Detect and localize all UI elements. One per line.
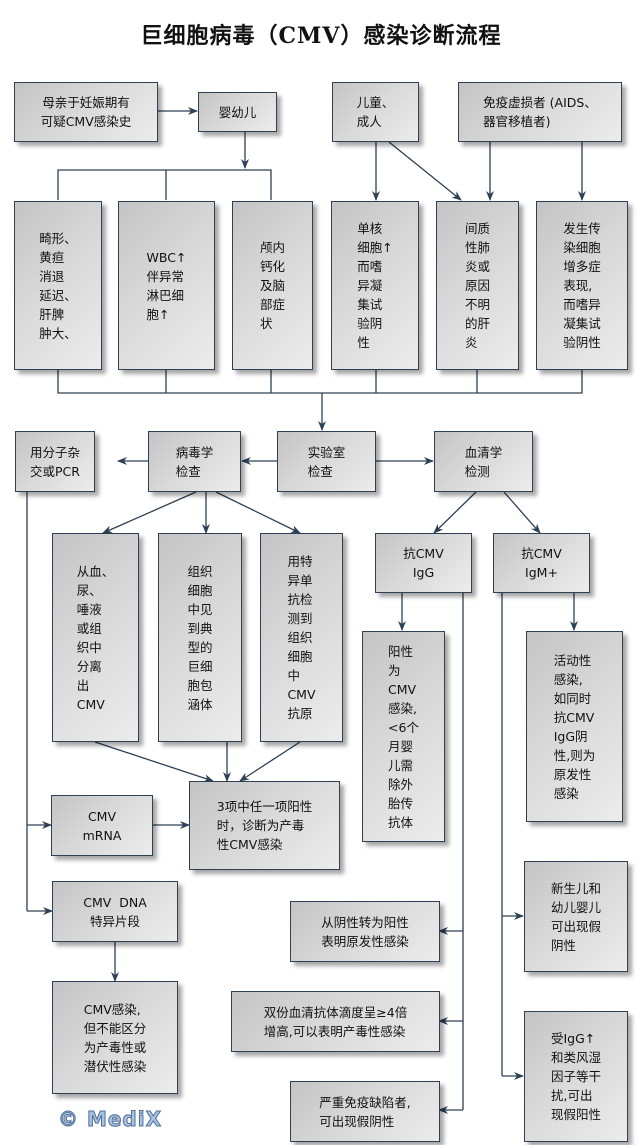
node-label: 儿童、 成人 bbox=[356, 95, 395, 129]
node-label: 活动性 感染, 如同时 抗CMV IgG阴 性,则为 原发性 感染 bbox=[553, 652, 596, 801]
node-immunodeficient-false-negative: 严重免疫缺陷者, 可出现假阴性 bbox=[290, 1081, 440, 1142]
arrow-virology-to-antigen bbox=[215, 491, 301, 534]
arrow-children-to-pneumonia bbox=[388, 141, 462, 201]
arrow-serology-to-igg bbox=[433, 491, 477, 534]
node-label: 双份血清抗体滴度呈≥4倍 增高,可以表明产毒性感染 bbox=[263, 1004, 408, 1039]
connector-infant-branches bbox=[57, 169, 272, 200]
node-label: 严重免疫缺陷者, 可出现假阴性 bbox=[319, 1094, 411, 1129]
node-label: 抗CMV IgM+ bbox=[521, 546, 562, 580]
node-cmv-dna: CMV DNA 特异片段 bbox=[52, 881, 178, 942]
node-label: CMV mRNA bbox=[82, 808, 122, 843]
node-label: 畸形、 黄疸 消退 延迟、 肝脾 肿大、 bbox=[39, 230, 77, 341]
node-adult-symptom-1: 单核 细胞↑ 而嗜 异凝 集试 验阴 性 bbox=[331, 201, 419, 370]
node-label: 受IgG↑ 和类风湿 因子等干 扰,可出 现假阳性 bbox=[550, 1031, 601, 1122]
node-label: 婴幼儿 bbox=[218, 104, 257, 120]
node-immunocompromised: 免疫虚损者 (AIDS、 器官移植者) bbox=[458, 82, 622, 142]
node-label: CMV感染, 但不能区分 为产毒性或 潜伏性感染 bbox=[83, 1001, 147, 1074]
node-label: 抗CMV IgG bbox=[403, 546, 444, 580]
connector-symptoms-collector bbox=[57, 369, 583, 394]
node-infant-symptom-2: WBC↑ 伴异常 淋巴细 胞↑ bbox=[118, 201, 215, 370]
node-label: CMV DNA 特异片段 bbox=[83, 894, 147, 929]
node-label: 单核 细胞↑ 而嗜 异凝 集试 验阴 性 bbox=[357, 221, 393, 350]
node-igm-result: 活动性 感染, 如同时 抗CMV IgG阴 性,则为 原发性 感染 bbox=[526, 631, 623, 822]
node-igg-rf-false-positive: 受IgG↑ 和类风湿 因子等干 扰,可出 现假阳性 bbox=[524, 1011, 628, 1142]
node-label: 母亲于妊娠期有 可疑CMV感染史 bbox=[40, 95, 132, 129]
node-label: 发生传 染细胞 增多症 表现, 而嗜异 凝集试 验阴性 bbox=[563, 221, 601, 350]
node-label: 3项中任一项阳性 时，诊断为产毒 性CMV感染 bbox=[216, 799, 313, 852]
node-label: 血清学 检测 bbox=[464, 444, 503, 479]
node-adult-symptom-2: 间质 性肺 炎或 原因 不明 的肝 炎 bbox=[436, 201, 519, 370]
node-anti-igg: 抗CMV IgG bbox=[375, 533, 472, 593]
node-label: 用分子杂 交或PCR bbox=[29, 444, 80, 479]
node-inclusion-body: 组织 细胞 中见 到典 型的 巨细 胞包 涵体 bbox=[158, 533, 242, 742]
node-seroconversion: 从阴性转为阳性 表明原发性感染 bbox=[290, 901, 440, 962]
node-neonate-false-negative: 新生儿和 幼儿婴儿 可出现假 阴性 bbox=[524, 861, 628, 972]
node-label: 新生儿和 幼儿婴儿 可出现假 阴性 bbox=[550, 880, 601, 953]
node-igg-result: 阳性 为 CMV 感染, <6个 月婴 儿需 除外 胎传 抗体 bbox=[362, 631, 445, 842]
node-lab-test: 实验室 检查 bbox=[277, 431, 376, 492]
node-label: 颅内 钙化 及脑 部症 状 bbox=[259, 240, 285, 331]
node-label: 病毒学 检查 bbox=[175, 444, 214, 479]
node-label: 从阴性转为阳性 表明原发性感染 bbox=[321, 914, 409, 949]
arrow-virology-to-isolation bbox=[102, 491, 197, 534]
node-infant-symptom-1: 畸形、 黄疸 消退 延迟、 肝脾 肿大、 bbox=[14, 201, 102, 370]
node-molecular: 用分子杂 交或PCR bbox=[15, 431, 95, 492]
node-serology: 血清学 检测 bbox=[434, 431, 533, 492]
diagram-title: 巨细胞病毒（CMV）感染诊断流程 bbox=[140, 23, 502, 49]
node-isolation: 从血、 尿、 唾液 或组 织中 分离 出 CMV bbox=[52, 533, 139, 742]
node-virology: 病毒学 检查 bbox=[148, 431, 241, 492]
node-anti-igm: 抗CMV IgM+ bbox=[493, 533, 590, 593]
node-label: 用特 异单 抗检 测到 组织 细胞 中 CMV 抗原 bbox=[287, 554, 316, 721]
node-infant-symptom-3: 颅内 钙化 及脑 部症 状 bbox=[232, 201, 313, 370]
node-fourfold-rise: 双份血清抗体滴度呈≥4倍 增高,可以表明产毒性感染 bbox=[231, 991, 440, 1052]
node-label: 组织 细胞 中见 到典 型的 巨细 胞包 涵体 bbox=[187, 563, 213, 712]
node-antigen: 用特 异单 抗检 测到 组织 细胞 中 CMV 抗原 bbox=[260, 533, 343, 742]
node-productive-diagnosis: 3项中任一项阳性 时，诊断为产毒 性CMV感染 bbox=[189, 781, 340, 870]
arrow-serology-to-igm bbox=[503, 491, 541, 534]
node-label: 从血、 尿、 唾液 或组 织中 分离 出 CMV bbox=[76, 563, 115, 712]
node-infant: 婴幼儿 bbox=[198, 92, 277, 132]
node-label: 免疫虚损者 (AIDS、 器官移植者) bbox=[483, 95, 597, 129]
node-dna-result: CMV感染, 但不能区分 为产毒性或 潜伏性感染 bbox=[52, 981, 178, 1094]
node-label: 实验室 检查 bbox=[307, 444, 346, 479]
node-cmv-mrna: CMV mRNA bbox=[51, 795, 153, 856]
arrow-isolation-to-diagnosis bbox=[94, 741, 214, 782]
node-label: 间质 性肺 炎或 原因 不明 的肝 炎 bbox=[464, 221, 490, 350]
node-maternal-history: 母亲于妊娠期有 可疑CMV感染史 bbox=[14, 82, 158, 142]
node-immuno-symptom: 发生传 染细胞 增多症 表现, 而嗜异 凝集试 验阴性 bbox=[536, 201, 628, 370]
node-label: 阳性 为 CMV 感染, <6个 月婴 儿需 除外 胎传 抗体 bbox=[388, 643, 419, 830]
arrow-antigen-to-diagnosis bbox=[239, 741, 301, 782]
medix-watermark: © MediX bbox=[57, 1107, 163, 1132]
node-children-adults: 儿童、 成人 bbox=[332, 82, 419, 142]
node-label: WBC↑ 伴异常 淋巴细 胞↑ bbox=[146, 249, 187, 322]
